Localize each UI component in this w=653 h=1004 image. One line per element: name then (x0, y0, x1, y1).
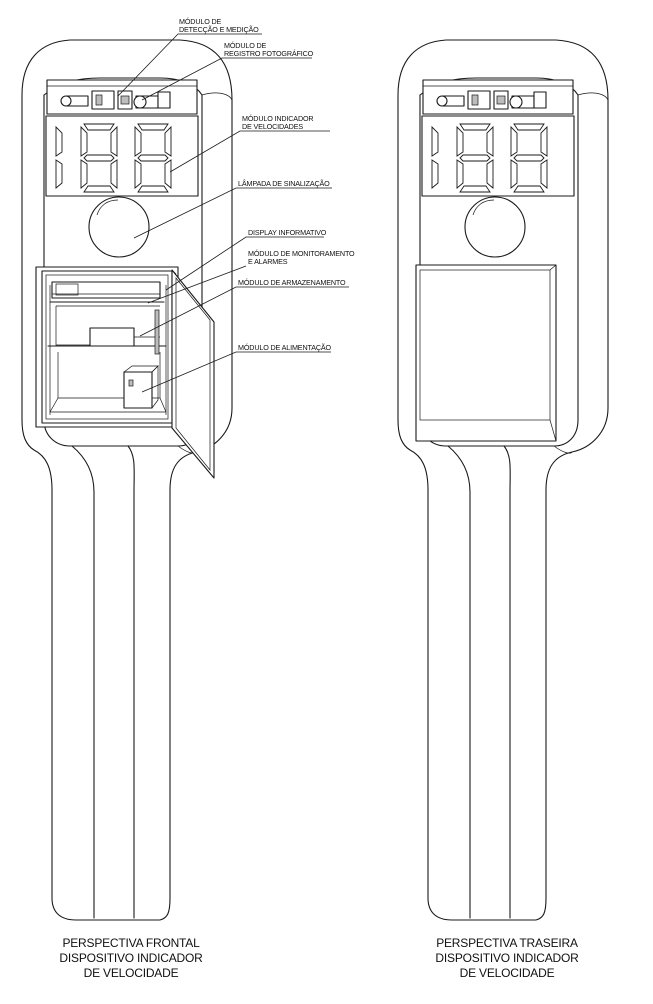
speed-display-back (421, 115, 575, 197)
caption-front-3: DE VELOCIDADE (84, 966, 179, 980)
caption-back-3: DE VELOCIDADE (460, 966, 555, 980)
leader-lines (117, 33, 349, 393)
label-alimentacao: MÓDULO DE ALIMENTAÇÃO (238, 343, 332, 352)
back-unit (397, 39, 609, 921)
sensor-housing (46, 79, 198, 115)
label-monitoramento-1: MÓDULO DE MONITORAMENTO (248, 249, 355, 258)
label-display: DISPLAY INFORMATIVO (248, 228, 327, 237)
label-registro-1: MÓDULO DE (224, 41, 267, 50)
label-registro-2: REGISTRO FOTOGRÁFICO (224, 49, 314, 58)
caption-front-1: PERSPECTIVA FRONTAL (62, 936, 200, 950)
label-indicador-1: MÓDULO INDICADOR (242, 114, 313, 123)
caption-front: PERSPECTIVA FRONTAL DISPOSITIVO INDICADO… (59, 936, 203, 980)
sensor-housing-back (422, 79, 574, 115)
label-armazenamento: MÓDULO DE ARMAZENAMENTO (238, 278, 346, 287)
signal-lamp (88, 196, 150, 258)
label-group: MÓDULO DE DETECÇÃO E MEDIÇÃO MÓDULO DE R… (179, 17, 355, 352)
signal-lamp-back (464, 196, 526, 258)
caption-back-2: DISPOSITIVO INDICADOR (435, 951, 579, 965)
label-indicador-2: DE VELOCIDADES (242, 122, 303, 131)
speed-display (45, 115, 199, 197)
caption-back-1: PERSPECTIVA TRASEIRA (436, 936, 578, 950)
label-monitoramento-2: E ALARMES (248, 257, 288, 266)
closed-cabinet-door (415, 264, 557, 442)
label-deteccao-1: MÓDULO DE (179, 17, 222, 26)
caption-back: PERSPECTIVA TRASEIRA DISPOSITIVO INDICAD… (435, 936, 579, 980)
label-lampada: LÂMPADA DE SINALIZAÇÃO (238, 179, 330, 188)
front-unit: MÓDULO DE DETECÇÃO E MEDIÇÃO MÓDULO DE R… (21, 17, 355, 921)
caption-front-2: DISPOSITIVO INDICADOR (59, 951, 203, 965)
open-cabinet (35, 266, 179, 428)
label-deteccao-2: DETECÇÃO E MEDIÇÃO (179, 25, 259, 34)
